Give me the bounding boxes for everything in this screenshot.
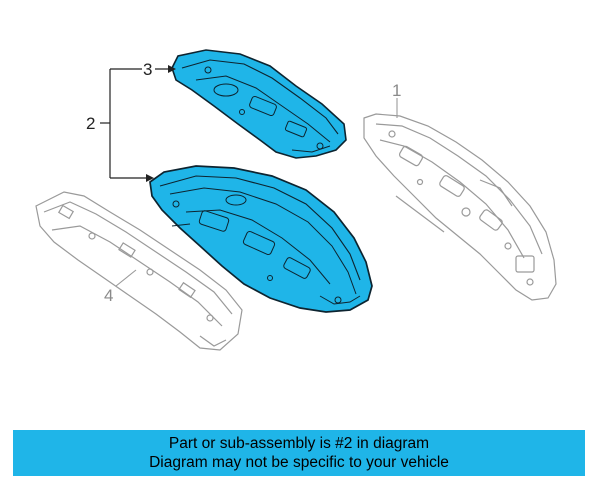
callout-3: 3 [143,60,152,79]
callout-1: 1 [392,81,401,100]
part-3-upper-shelf-panel[interactable] [171,49,347,159]
part-2-rear-shelf-panel[interactable] [149,165,373,313]
callout-4: 4 [104,286,113,305]
part-1-side-inner-panel [363,113,557,301]
callout-2: 2 [86,114,95,133]
leader-lines [100,68,172,179]
banner-line-2: Diagram may not be specific to your vehi… [149,454,449,471]
part-4-rear-cross-member [35,191,243,351]
gray-leader-lines [115,98,398,287]
info-banner: Part or sub-assembly is #2 in diagram Di… [13,430,585,476]
parts-diagram: 3 2 1 4 [35,49,557,351]
leader-arrowheads [146,65,176,182]
banner-line-1: Part or sub-assembly is #2 in diagram [168,435,430,452]
